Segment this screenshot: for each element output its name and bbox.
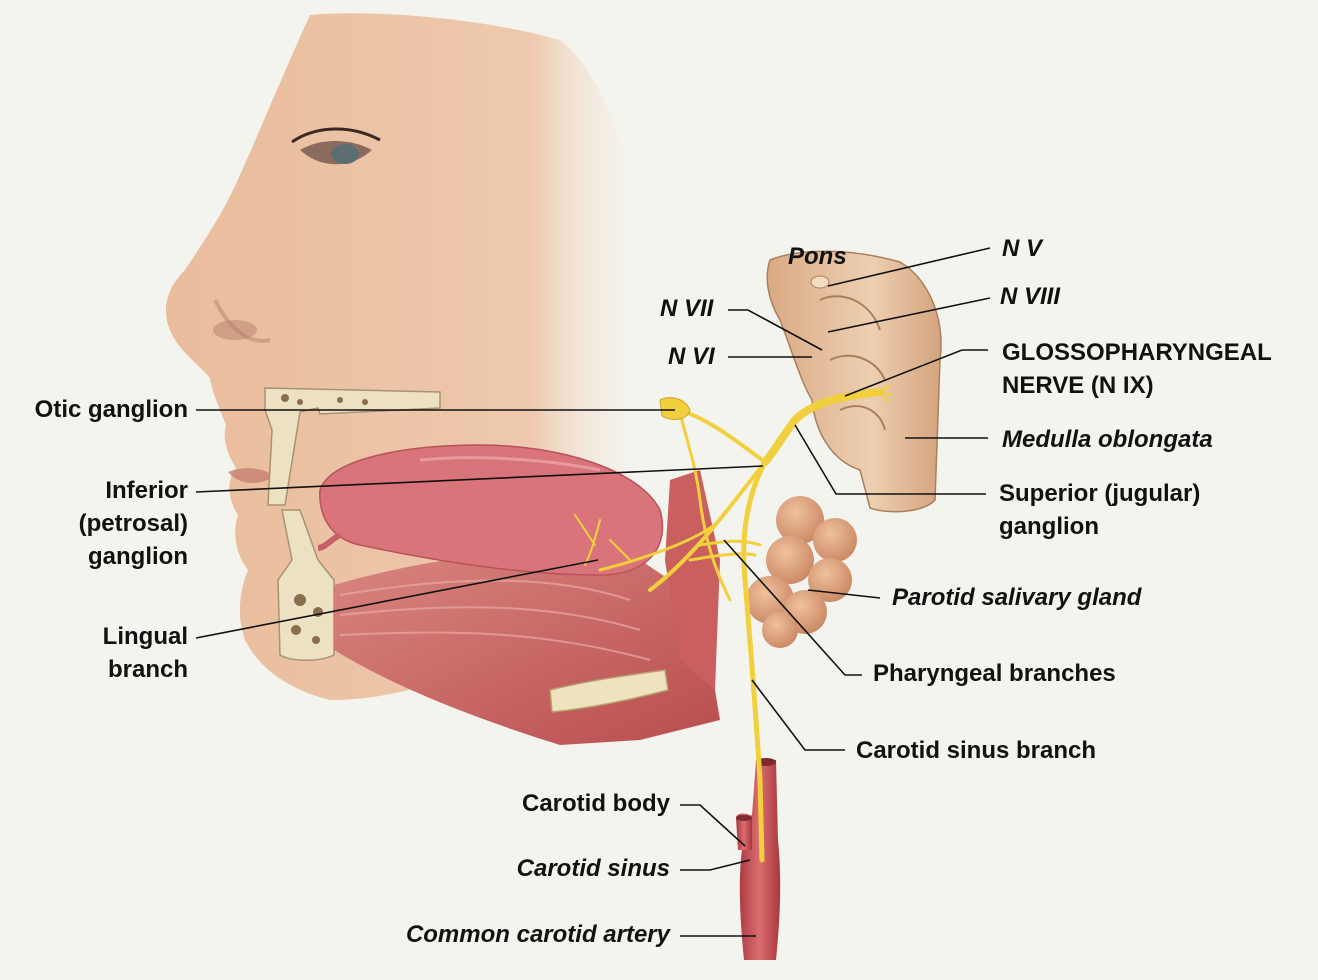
label-parotid: Parotid salivary gland [892,584,1142,611]
leader-glossopharyngeal [844,349,988,397]
label-pons: Pons [788,243,847,270]
label-n-v: N V [1002,235,1043,262]
label-lingual-branch-line-2: branch [107,656,188,683]
label-inferior-ganglion-line-2: (petrosal) [78,510,188,537]
label-lingual-branch: Lingual branch [8,620,188,686]
label-superior-ganglion-line-2: ganglion [999,513,1099,540]
leader-lingual-branch [195,559,599,639]
leader-pons [827,247,991,287]
leader-superior-ganglion [794,424,986,495]
label-medulla: Medulla oblongata [1002,426,1213,453]
leader-n-vii [728,309,823,351]
label-n-viii: N VIII [1000,283,1061,310]
label-common-carotid: Common carotid artery [405,921,670,948]
glossopharyngeal-nerve [574,384,893,863]
parotid-gland [746,496,857,648]
label-carotid-sinus: Carotid sinus [516,855,670,882]
label-inferior-ganglion: Inferior (petrosal) ganglion [8,474,188,573]
label-carotid-sinus-branch: Carotid sinus branch [856,737,1097,764]
suprahyoid-muscles [334,470,720,745]
leader-inferior-ganglion [195,465,764,493]
label-inferior-ganglion-line-1: Inferior [105,477,188,504]
tongue [317,444,664,576]
leader-carotid-sinus [680,859,751,871]
label-inferior-ganglion-line-3: ganglion [88,543,188,570]
leader-carotid-body [680,804,746,847]
otic-ganglion-shape [659,397,691,420]
label-glossopharyngeal-line-1: GLOSSOPHARYNGEAL [1002,339,1272,366]
label-n-vii: N VII [660,295,714,322]
label-glossopharyngeal-line-2: NERVE (N IX) [1002,372,1154,399]
leader-lines [195,247,991,937]
leader-pharyngeal [723,539,862,676]
label-otic-ganglion: Otic ganglion [34,396,188,423]
label-n-vi: N VI [668,343,715,370]
label-pharyngeal: Pharyngeal branches [873,660,1116,687]
label-superior-ganglion-line-1: Superior (jugular) [999,480,1201,507]
leader-carotid-sinus-branch [751,679,845,751]
label-superior-ganglion: Superior (jugular) ganglion [999,477,1200,543]
leader-parotid [807,589,881,599]
label-lingual-branch-line-1: Lingual [102,623,188,650]
label-carotid-body: Carotid body [522,790,670,817]
leader-n-viii [827,297,991,333]
brainstem [766,250,942,513]
label-glossopharyngeal: GLOSSOPHARYNGEAL NERVE (N IX) [1002,336,1272,402]
maxilla-bone [264,387,441,506]
